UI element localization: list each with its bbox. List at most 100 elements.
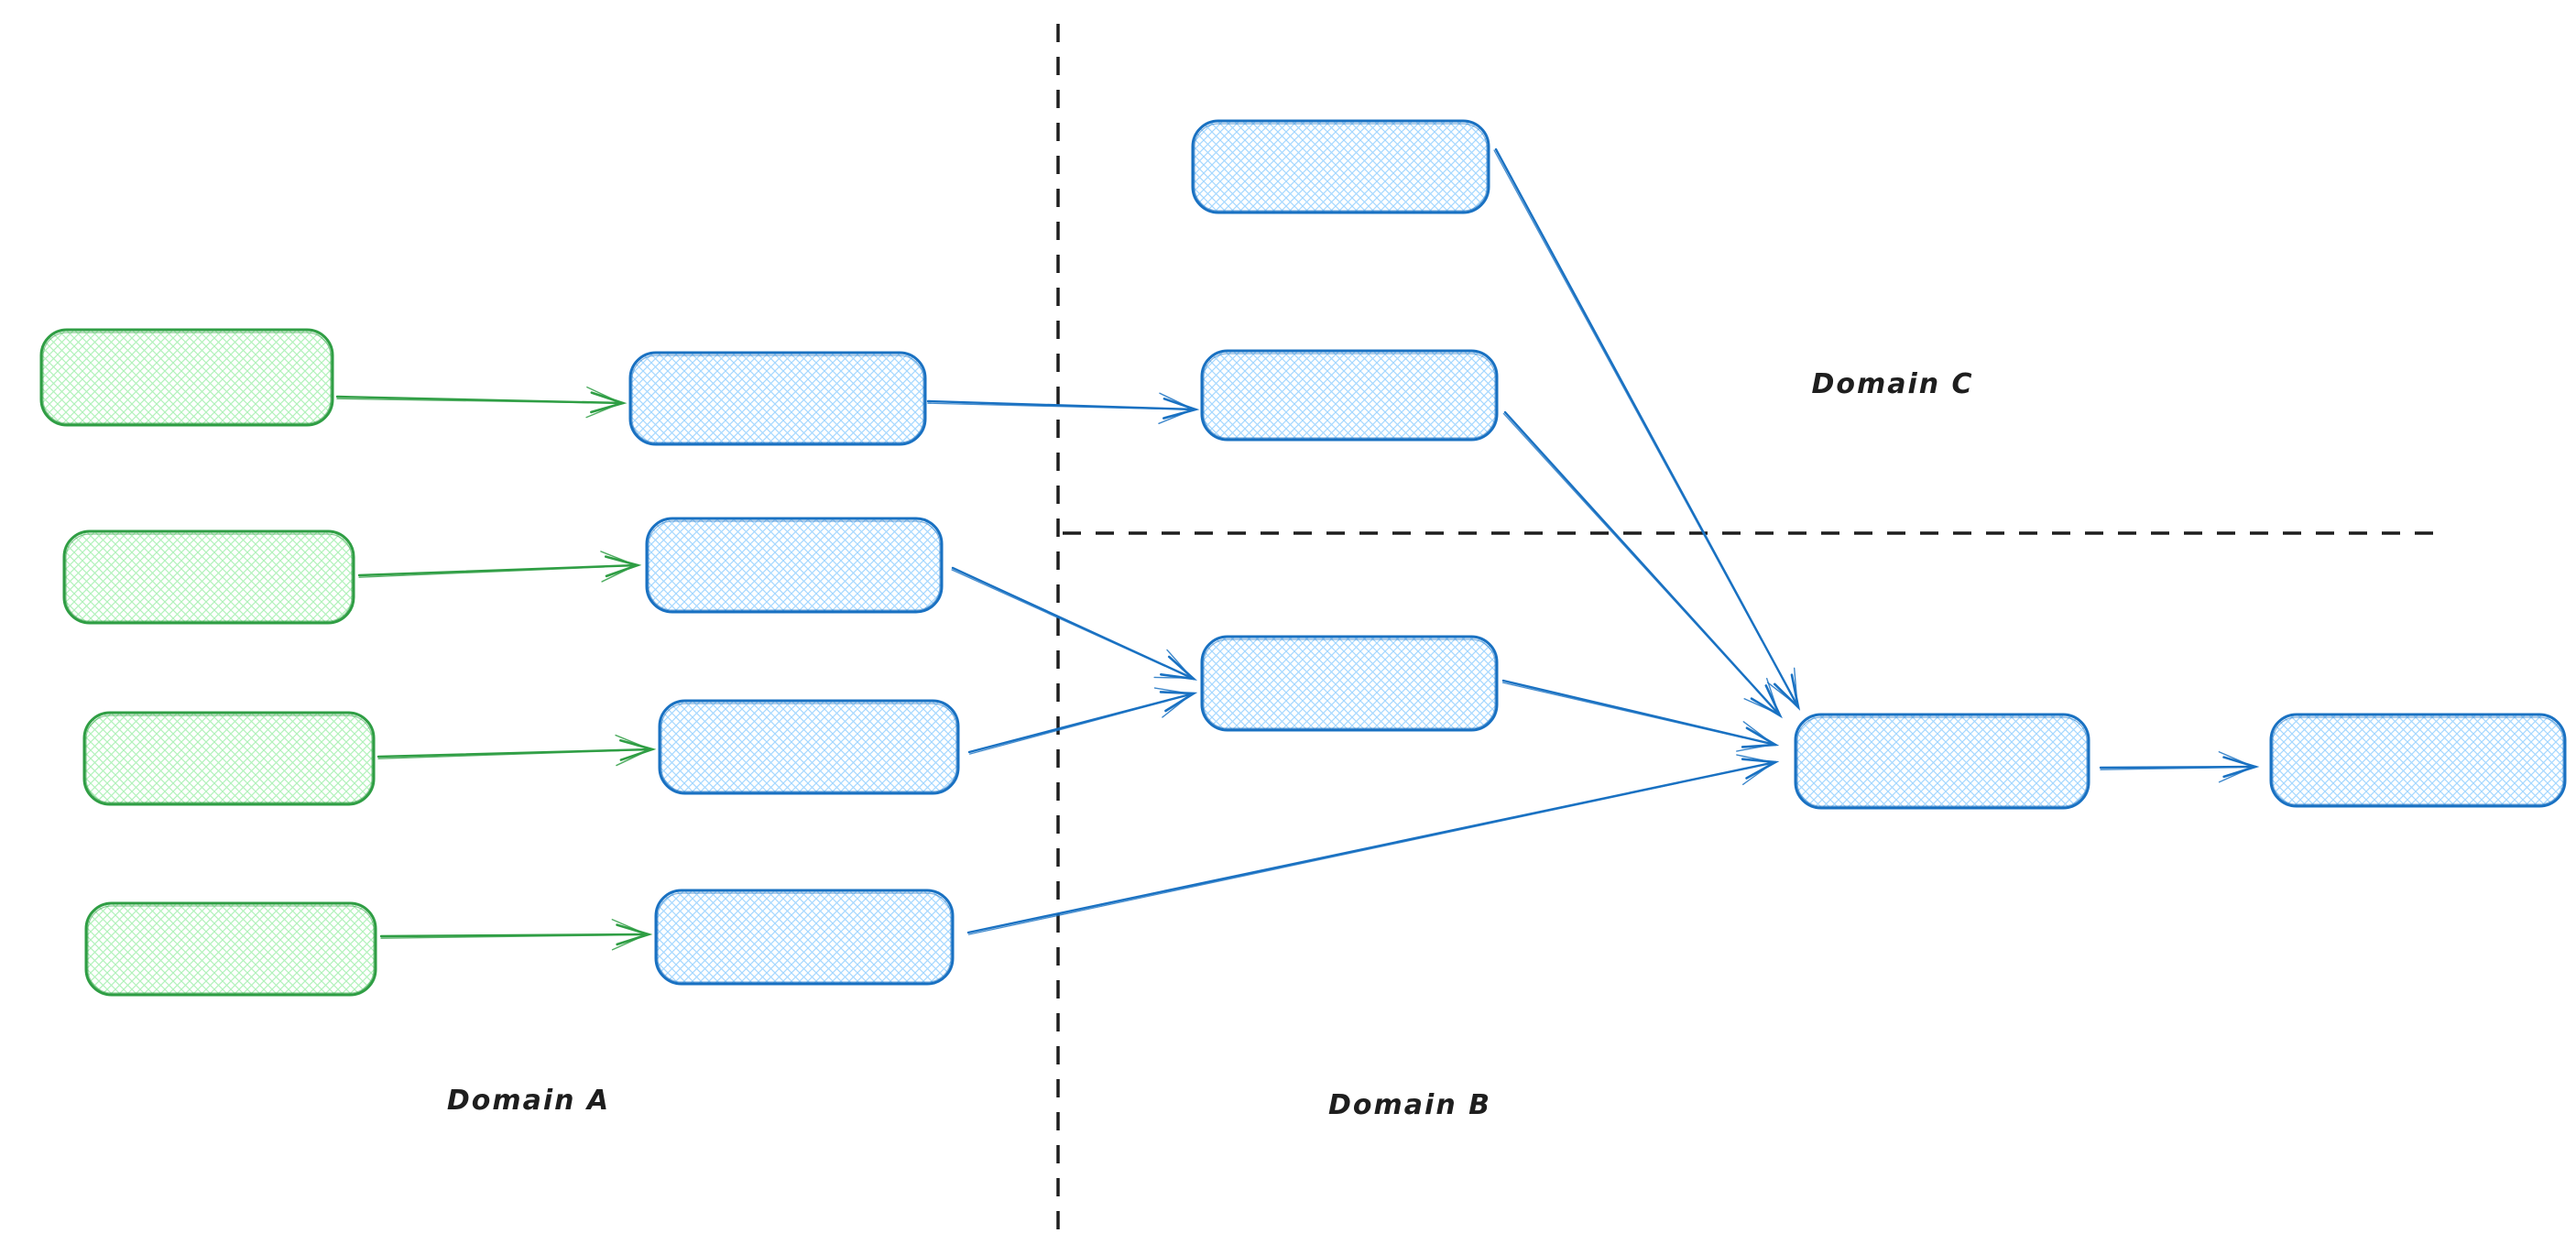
arrow-b2-to-bbox-sketch-shaft [951,569,1165,667]
domain-b-box[interactable] [1200,635,1499,732]
blue-box-2-rect[interactable] [645,517,944,614]
arrow-b3-to-bbox-head [1159,691,1198,713]
arrow-bbox-to-hub-shaft[interactable] [1501,679,1777,747]
green-box-4[interactable] [84,901,377,997]
arrow-b1-to-cmid-head-sketch [1158,392,1195,424]
arrow-green-2[interactable] [357,551,642,583]
arrow-b4-to-hub-head-sketch [1736,754,1775,786]
blue-box-4-rect[interactable] [654,889,955,986]
arrow-cmid-to-hub-sketch-shaft [1502,412,1748,681]
green-box-3[interactable] [82,711,376,806]
arrow-b4-to-hub-head [1741,758,1780,780]
divider-layer [1056,24,2446,1241]
arrow-hub-to-output[interactable] [2099,751,2260,783]
arrow-hub-to-output-head-sketch [2218,751,2255,783]
arrow-layer [335,147,2260,951]
green-box-3-rect[interactable] [82,711,376,806]
hub-box-rect[interactable] [1794,713,2090,810]
arrow-green-1[interactable] [335,386,628,419]
arrow-bbox-to-hub-head-sketch [1736,721,1775,752]
domain-c-box-mid[interactable] [1200,349,1499,442]
blue-box-1[interactable] [628,351,927,446]
arrow-bbox-to-hub-sketch-shaft [1501,682,1743,738]
blue-box-3-sketch-outline [660,703,957,792]
green-box-1-sketch-outline [42,332,332,424]
arrow-cmid-to-hub-head [1750,684,1783,719]
blue-box-2[interactable] [645,517,944,614]
blue-box-3-rect[interactable] [658,699,960,795]
green-box-2-rect[interactable] [62,529,355,625]
arrow-ctop-to-hub-head-sketch [1766,667,1798,707]
arrow-b3-to-bbox-shaft[interactable] [967,692,1195,754]
green-box-2[interactable] [62,529,355,625]
arrow-green-4-head [616,923,653,946]
arrow-green-3-sketch-shaft [377,749,620,759]
arrow-green-4-shaft[interactable] [379,933,650,938]
arrow-ctop-to-hub[interactable] [1493,147,1801,711]
arrow-b4-to-hub[interactable] [966,754,1780,935]
arrow-b1-to-cmid-sketch-shaft [927,402,1164,410]
arrow-green-3-shaft[interactable] [377,748,654,758]
domain-c-box-mid-sketch-outline [1203,353,1496,439]
domain-b-label[interactable]: Domain B [1328,1089,1491,1121]
green-box-4-rect[interactable] [84,901,377,997]
green-box-1-rect[interactable] [39,328,334,427]
green-box-4-sketch-outline [87,905,375,994]
arrow-b2-to-bbox-head-sketch [1153,649,1194,679]
domain-c-box-top-sketch-outline [1194,123,1488,212]
output-box-sketch-outline [2272,716,2564,805]
domain-b-box-rect[interactable] [1200,635,1499,732]
arrow-green-1-head-sketch [585,386,623,419]
green-box-2-sketch-outline [65,533,353,622]
output-box-rect[interactable] [2269,713,2567,808]
blue-box-4-sketch-outline [657,892,952,983]
arrow-green-3[interactable] [377,734,657,767]
arrow-hub-to-output-head [2222,756,2260,779]
arrow-green-2-head-sketch [600,551,638,583]
arrow-bbox-to-hub[interactable] [1501,679,1780,752]
arrow-green-2-head [604,555,642,578]
node-layer [39,119,2567,997]
blue-box-3[interactable] [658,699,960,795]
arrow-cmid-to-hub-head-sketch [1743,677,1780,715]
arrow-b3-to-bbox[interactable] [967,687,1198,755]
domain-c-box-mid-rect[interactable] [1200,349,1499,442]
domain-b-box-sketch-outline [1203,638,1496,729]
arrow-b4-to-hub-sketch-shaft [967,782,1680,935]
arrow-green-4[interactable] [379,919,653,951]
green-box-3-sketch-outline [85,715,373,803]
arrow-b3-to-bbox-sketch-shaft [968,700,1168,755]
hub-box[interactable] [1794,713,2090,810]
arrow-ctop-to-hub-sketch-shaft [1493,149,1763,641]
domain-c-box-top-rect[interactable] [1191,119,1490,214]
arrow-b1-to-cmid[interactable] [926,392,1200,424]
arrow-hub-to-output-sketch-shaft [2100,767,2238,770]
arrow-green-2-shaft[interactable] [357,563,639,577]
arrow-cmid-to-hub[interactable] [1502,410,1783,719]
domain-a-label[interactable]: Domain A [447,1085,610,1117]
arrow-b1-to-cmid-shaft[interactable] [926,399,1197,411]
output-box[interactable] [2269,713,2567,808]
domain-c-label[interactable]: Domain C [1811,368,1973,400]
arrow-b3-to-bbox-head-sketch [1153,687,1194,718]
blue-box-2-sketch-outline [648,520,941,611]
arrow-green-1-shaft[interactable] [335,395,625,405]
arrow-cmid-to-hub-shaft[interactable] [1503,410,1782,717]
blue-box-4[interactable] [654,889,955,986]
blue-box-1-rect[interactable] [628,351,927,446]
green-box-1[interactable] [39,328,334,427]
arrow-b2-to-bbox[interactable] [951,566,1197,681]
arrow-green-4-sketch-shaft [380,934,617,939]
arrow-b2-to-bbox-shaft[interactable] [951,566,1195,681]
arrow-ctop-to-hub-head [1773,673,1801,711]
domain-c-box-top[interactable] [1191,119,1490,214]
arrow-b4-to-hub-shaft[interactable] [966,760,1777,934]
arrow-bbox-to-hub-head [1741,726,1780,748]
arrow-hub-to-output-shaft[interactable] [2099,765,2257,769]
arrow-b1-to-cmid-head [1162,398,1200,420]
arrow-green-3-head [619,738,657,761]
arrow-ctop-to-hub-shaft[interactable] [1494,147,1800,709]
arrow-green-3-head-sketch [615,734,652,767]
